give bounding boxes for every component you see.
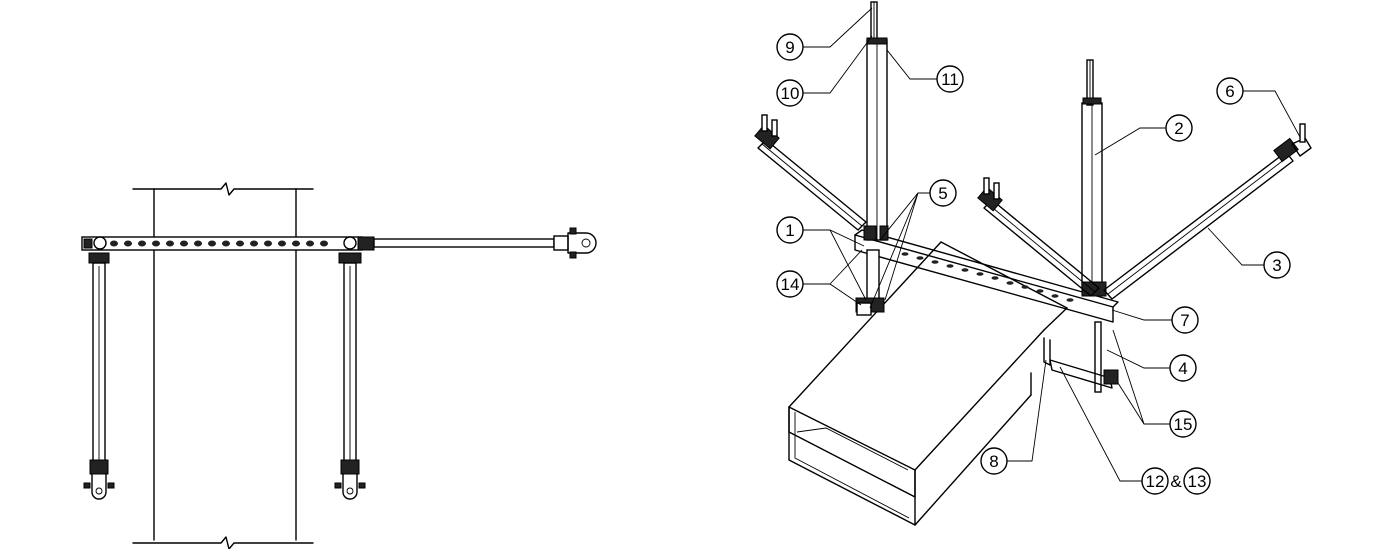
right-vertical-brace <box>334 252 366 500</box>
svg-text:15: 15 <box>1174 415 1193 434</box>
callout-15: 15 <box>1169 410 1197 438</box>
svg-text:11: 11 <box>941 70 959 89</box>
brace-middle <box>977 177 1100 297</box>
svg-text:14: 14 <box>781 275 800 294</box>
right-vertical-strut <box>1081 59 1107 393</box>
callout-3: 3 <box>1263 251 1291 279</box>
brace-upper-left <box>754 114 867 231</box>
svg-text:1: 1 <box>785 221 794 240</box>
duct-isometric <box>788 241 1068 526</box>
svg-text:6: 6 <box>1225 82 1234 101</box>
ampersand-label: & <box>1170 472 1182 491</box>
leader-lines <box>803 7 1301 482</box>
callout-12: 12 <box>1141 467 1169 495</box>
isometric-view: 9 10 11 6 2 5 1 14 <box>754 1 1312 526</box>
svg-text:10: 10 <box>781 84 800 103</box>
svg-text:12: 12 <box>1146 472 1165 491</box>
callout-4: 4 <box>1169 354 1197 382</box>
svg-text:4: 4 <box>1178 359 1187 378</box>
elevation-view <box>81 182 597 549</box>
left-vertical-brace <box>83 252 115 500</box>
slotted-channel-elevation <box>81 236 375 251</box>
svg-text:8: 8 <box>989 452 998 471</box>
callout-1: 1 <box>776 216 804 244</box>
svg-text:13: 13 <box>1188 472 1207 491</box>
iso-channel-holes <box>901 252 1074 302</box>
brace-right <box>1103 123 1312 300</box>
svg-text:2: 2 <box>1174 119 1183 138</box>
slotted-channel-isometric <box>854 229 1119 323</box>
brace-arm-elevation <box>373 227 597 259</box>
callout-7: 7 <box>1171 306 1199 334</box>
channel-holes <box>110 240 328 247</box>
callout-6: 6 <box>1216 77 1244 105</box>
callout-5: 5 <box>929 179 957 207</box>
left-vertical-strut <box>855 1 889 316</box>
callout-11: 11 <box>936 65 964 93</box>
duct-hanger <box>1043 337 1119 389</box>
svg-text:7: 7 <box>1180 311 1189 330</box>
svg-text:9: 9 <box>785 38 794 57</box>
svg-text:5: 5 <box>938 184 947 203</box>
callout-13: 13 <box>1183 467 1211 495</box>
callout-9: 9 <box>776 33 804 61</box>
callout-2: 2 <box>1165 114 1193 142</box>
callout-8: 8 <box>980 447 1008 475</box>
callout-10: 10 <box>776 79 804 107</box>
svg-text:3: 3 <box>1272 256 1281 275</box>
callout-14: 14 <box>776 270 804 298</box>
